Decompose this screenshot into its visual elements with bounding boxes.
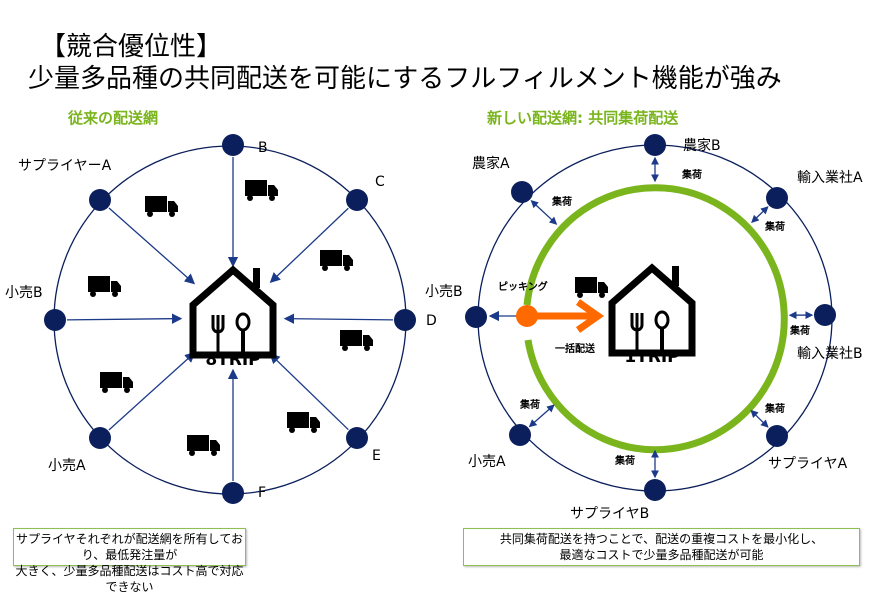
left-node-label: F — [258, 485, 266, 501]
truck-icon — [245, 180, 278, 201]
truck-icon — [100, 372, 133, 393]
pickup-label: 集荷 — [614, 454, 635, 467]
left-node — [394, 309, 416, 331]
left-network: B C D E F 小売A 小売B サプライヤーA 8TRIP — [5, 134, 437, 504]
left-note: サプライヤそれぞれが配送網を所有しており、最低発注量が 大きく、少量多品種配送は… — [13, 528, 246, 566]
delivery-arrow — [67, 319, 181, 320]
bulk-delivery-label: 一括配送 — [555, 342, 596, 355]
delivery-arrow — [109, 208, 194, 284]
left-node — [44, 309, 66, 331]
pickup-label: 集荷 — [681, 168, 702, 181]
pickup-link — [752, 207, 768, 222]
delivery-arrow — [270, 354, 348, 429]
right-node — [511, 181, 533, 203]
pickup-label: 集荷 — [519, 398, 540, 411]
warehouse-house-icon — [193, 268, 273, 355]
right-node-label: 小売B — [425, 284, 463, 300]
right-node-label: サプライヤB — [570, 506, 649, 522]
truck-icon — [575, 277, 608, 298]
truck-icon — [320, 250, 353, 271]
right-node-label: 農家B — [683, 137, 721, 154]
truck-icon — [187, 435, 220, 456]
delivery-arrow — [271, 208, 349, 282]
right-node — [509, 424, 531, 446]
pickup-label: 集荷 — [551, 195, 572, 208]
pickup-label: 集荷 — [789, 324, 810, 337]
left-node-label: B — [258, 140, 268, 156]
right-heading: 新しい配送網: 共同集荷配送 — [487, 109, 679, 127]
right-center-label: 1TRIP — [624, 347, 679, 367]
left-node-label: C — [375, 174, 385, 190]
left-node — [346, 189, 368, 211]
left-node-label: D — [426, 313, 437, 329]
truck-icon — [340, 330, 373, 351]
pickup-label: 集荷 — [764, 402, 785, 415]
left-node-label: 小売A — [48, 458, 86, 474]
truck-icon — [88, 276, 121, 297]
right-node — [644, 479, 666, 501]
right-node — [766, 187, 788, 209]
left-node-label: サプライヤーA — [18, 158, 112, 174]
right-node — [465, 306, 487, 328]
right-node — [644, 134, 666, 156]
right-node-label: 農家A — [472, 155, 510, 172]
right-node — [814, 304, 836, 326]
left-node — [222, 134, 244, 156]
right-node — [766, 425, 788, 447]
right-node-label: 輸入業社B — [797, 346, 863, 362]
right-node-label: 小売A — [468, 454, 506, 470]
truck-icon — [145, 196, 178, 217]
pickup-label: 集荷 — [764, 220, 785, 233]
left-note-line1: サプライヤそれぞれが配送網を所有しており、最低発注量が — [14, 531, 245, 563]
left-node — [222, 482, 244, 504]
right-node-label: 輸入業社A — [797, 170, 863, 186]
left-node — [346, 427, 368, 449]
picking-point — [516, 305, 538, 327]
left-node — [89, 427, 111, 449]
left-node-label: E — [372, 448, 381, 464]
left-note-line2: 大きく、少量多品種配送はコスト高で対応できない — [14, 563, 245, 595]
diagram: 従来の配送網 新しい配送網: 共同集荷配送 B C D E F 小売A 小売B サプライヤーA… — [0, 0, 874, 581]
left-node-label: 小売B — [5, 285, 43, 301]
right-node-label: サプライヤA — [768, 456, 848, 472]
delivery-arrow — [285, 319, 393, 320]
right-note-line2: 最適なコストで少量多品種配送が可能 — [464, 547, 859, 563]
left-center-label: 8TRIP — [205, 350, 260, 370]
warehouse-house-icon — [612, 266, 692, 353]
picking-label: ピッキング — [498, 280, 548, 293]
truck-icon — [287, 412, 320, 433]
left-node — [89, 189, 111, 211]
delivery-arrow — [109, 353, 194, 430]
right-note: 共同集荷配送を持つことで、配送の重複コストを最小化し、 最適なコストで少量多品種… — [463, 528, 860, 566]
right-note-line1: 共同集荷配送を持つことで、配送の重複コストを最小化し、 — [464, 531, 859, 547]
left-heading: 従来の配送網 — [67, 109, 158, 127]
